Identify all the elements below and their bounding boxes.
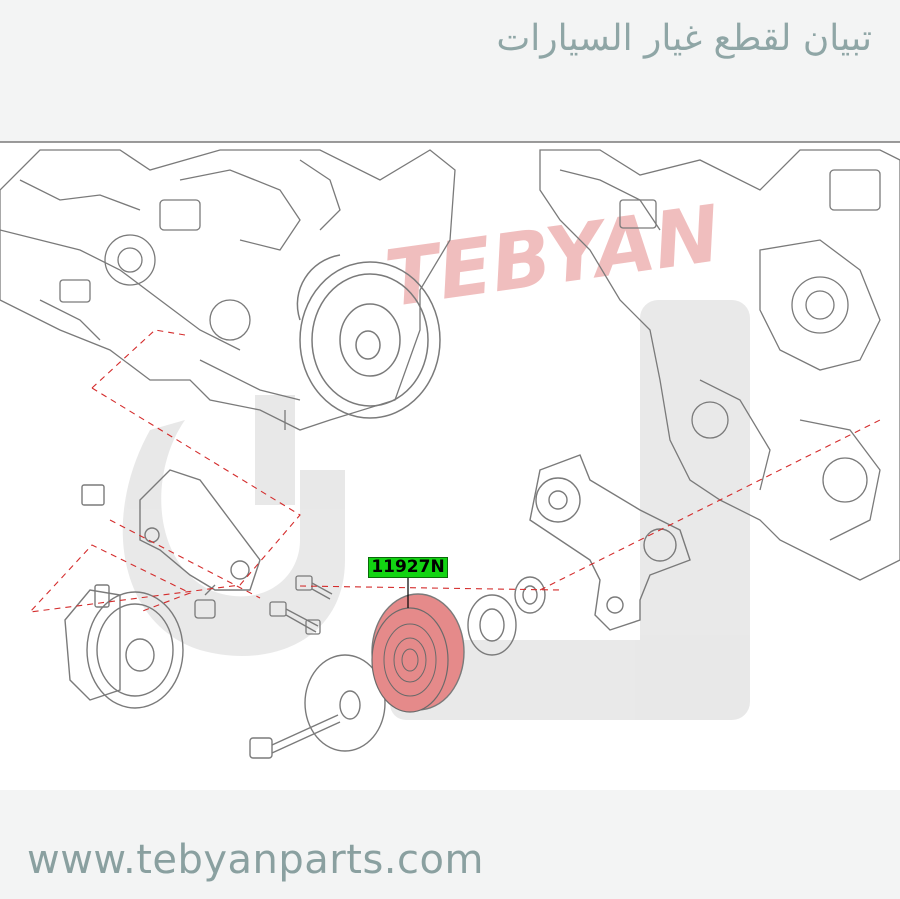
bolt-left-lower [269,601,321,635]
idler-pulley-highlight [371,593,465,713]
idler-bracket [529,454,691,631]
washer-plate [304,654,386,752]
part-number-callout[interactable]: 11927N [368,557,448,578]
website-url[interactable]: www.tebyanparts.com [27,837,484,883]
bolt-left-upper [295,575,333,600]
footer-band [0,790,900,899]
pulley-bolt [249,714,341,759]
bearing [514,576,546,614]
assembly-leader-lines [28,329,881,613]
power-steering-pump [64,584,184,709]
bolt-small [194,584,216,619]
engine-block-right [539,149,900,581]
power-steering-bracket [81,469,261,591]
engine-block-left [0,149,456,431]
seal-ring [467,594,517,656]
brand-title-arabic: تبيان لقطع غيار السيارات [496,18,872,59]
crankshaft-pulley [296,254,441,419]
header-band [0,0,900,142]
